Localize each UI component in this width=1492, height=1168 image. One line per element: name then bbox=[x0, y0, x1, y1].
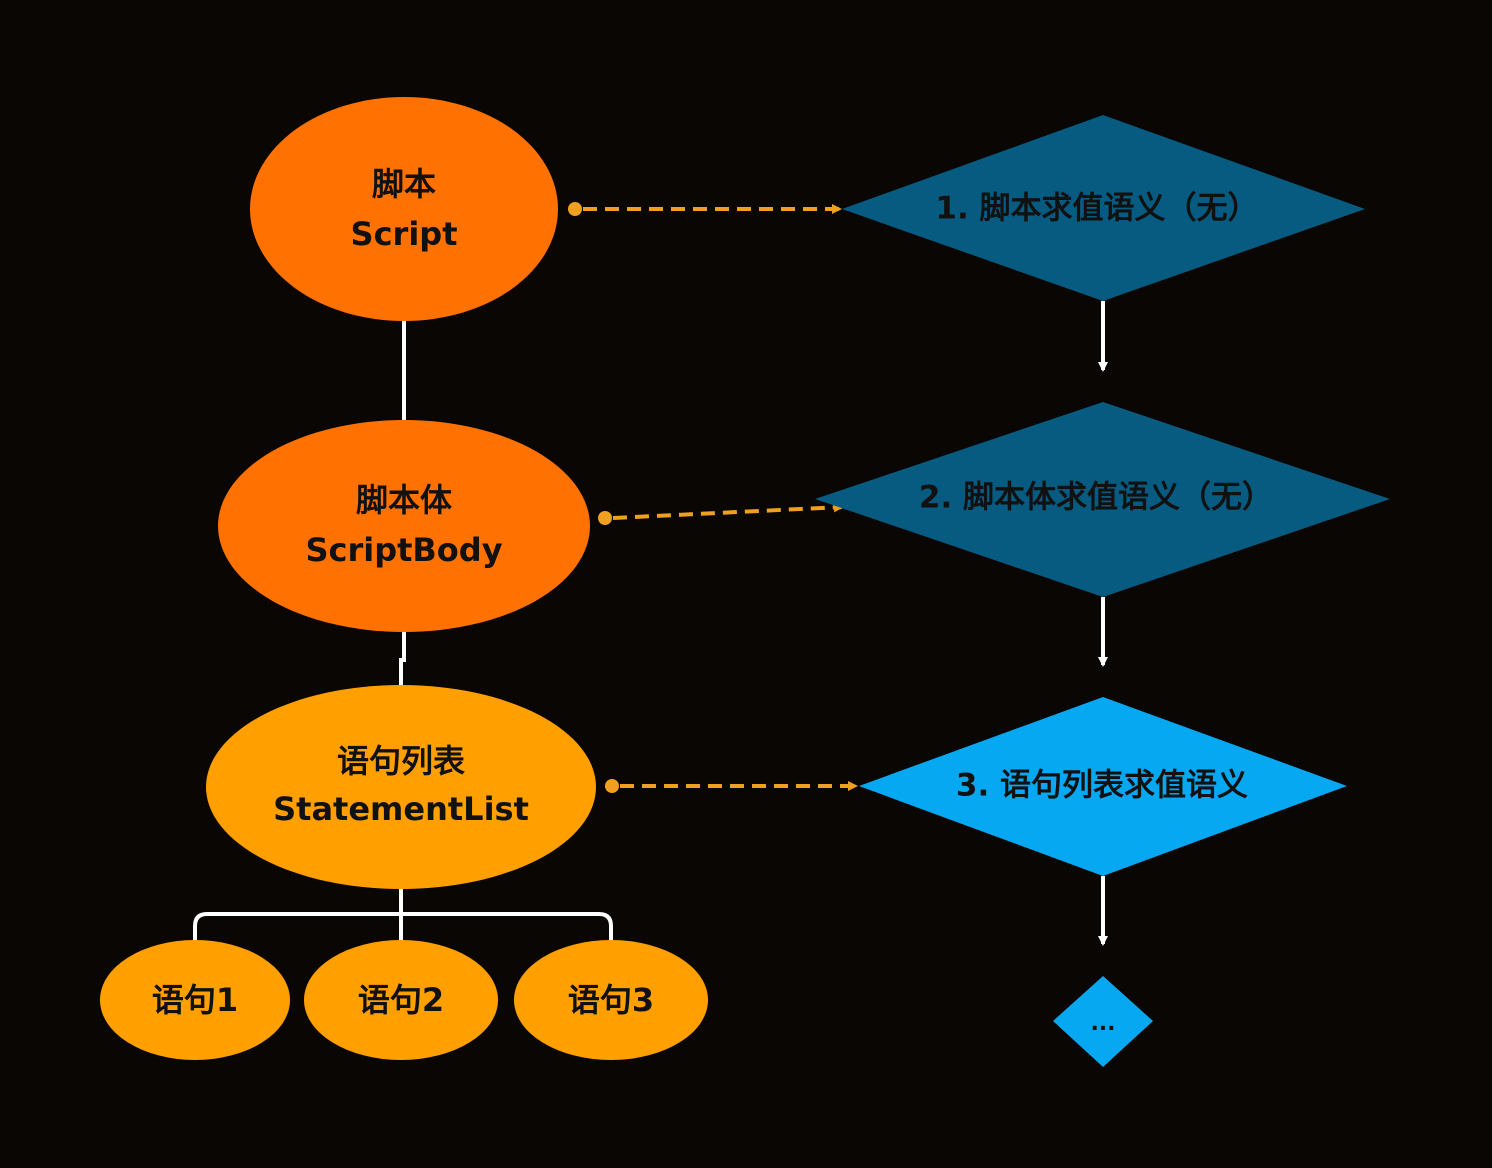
semantics-step-1: 1. 脚本求值语义（无） bbox=[842, 115, 1365, 301]
dashed-arrow-1-origin-dot bbox=[568, 202, 582, 216]
dashed-arrow-3 bbox=[605, 779, 858, 793]
node-statement-1-label: 语句1 bbox=[152, 981, 238, 1019]
node-statement-3: 语句3 bbox=[514, 940, 708, 1060]
node-statement-1: 语句1 bbox=[100, 940, 290, 1060]
node-statementlist-shape bbox=[206, 685, 596, 889]
semantics-step-1-label: 1. 脚本求值语义（无） bbox=[935, 191, 1258, 227]
semantics-step-1-shape bbox=[842, 115, 1365, 301]
node-statementlist-label-zh: 语句列表 bbox=[337, 742, 465, 780]
node-scriptbody: 脚本体 ScriptBody bbox=[218, 420, 590, 632]
node-statement-3-label: 语句3 bbox=[568, 981, 654, 1019]
node-scriptbody-label-zh: 脚本体 bbox=[356, 481, 452, 519]
node-script-label-en: Script bbox=[351, 215, 458, 253]
dashed-arrow-2-origin-dot bbox=[598, 511, 612, 525]
semantics-step-3-label: 3. 语句列表求值语义 bbox=[956, 768, 1248, 804]
semantics-step-more: ... bbox=[1053, 976, 1153, 1067]
dashed-arrow-2 bbox=[598, 502, 844, 525]
node-statement-2-shape bbox=[304, 940, 498, 1060]
semantics-step-more-label: ... bbox=[1090, 1011, 1115, 1036]
node-script-label-zh: 脚本 bbox=[372, 165, 436, 203]
dashed-arrow-1 bbox=[568, 202, 842, 216]
dashed-arrow-3-origin-dot bbox=[605, 779, 619, 793]
node-statement-2: 语句2 bbox=[304, 940, 498, 1060]
connector-statementlist-to-statements bbox=[193, 888, 613, 942]
semantics-step-3-shape bbox=[859, 697, 1347, 876]
semantics-step-2: 2. 脚本体求值语义（无） bbox=[815, 402, 1390, 597]
semantics-step-2-label: 2. 脚本体求值语义（无） bbox=[919, 480, 1273, 516]
node-statementlist: 语句列表 StatementList bbox=[206, 685, 596, 889]
semantics-step-3: 3. 语句列表求值语义 bbox=[859, 697, 1347, 876]
connector-scriptbody-to-statementlist bbox=[399, 632, 406, 686]
node-script: 脚本 Script bbox=[250, 97, 558, 321]
node-scriptbody-label-en: ScriptBody bbox=[305, 531, 502, 569]
node-statement-3-shape bbox=[514, 940, 708, 1060]
semantics-step-2-shape bbox=[815, 402, 1390, 597]
semantics-step-more-shape bbox=[1053, 976, 1153, 1067]
node-scriptbody-shape bbox=[218, 420, 590, 632]
node-statement-1-shape bbox=[100, 940, 290, 1060]
node-script-shape bbox=[250, 97, 558, 321]
node-statementlist-label-en: StatementList bbox=[273, 790, 529, 828]
node-statement-2-label: 语句2 bbox=[358, 981, 444, 1019]
dashed-arrow-2-line bbox=[612, 502, 844, 520]
